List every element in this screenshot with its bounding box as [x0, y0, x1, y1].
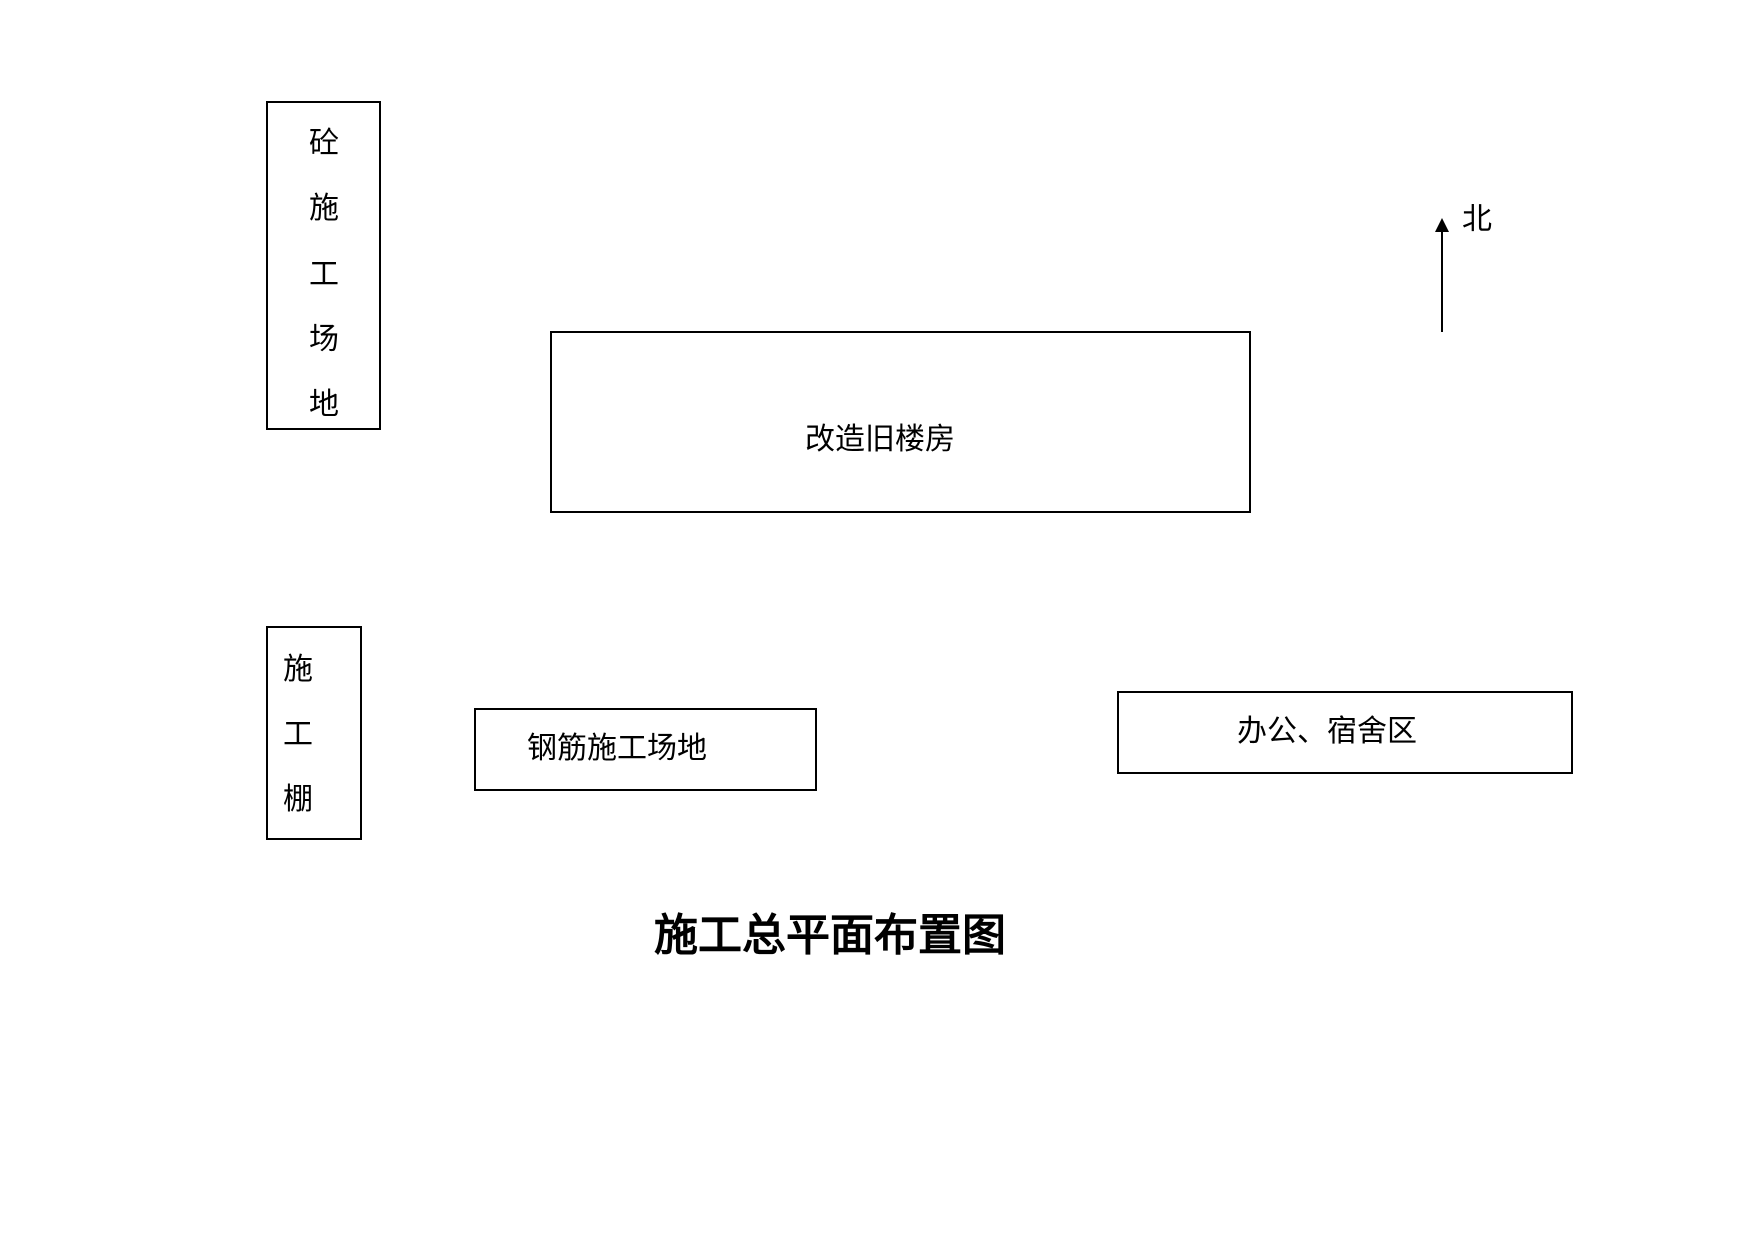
construction-shed-box: 施 工 棚: [266, 626, 362, 840]
concrete-site-char: 场: [309, 322, 339, 357]
north-arrow-shaft: [1441, 230, 1443, 332]
rebar-site-box: 钢筋施工场地: [474, 708, 817, 791]
office-dormitory-box: 办公、宿舍区: [1117, 691, 1573, 774]
north-label: 北: [1462, 202, 1492, 237]
construction-shed-char: 棚: [283, 782, 313, 817]
diagram-title: 施工总平面布置图: [654, 910, 1006, 961]
concrete-site-char: 工: [309, 257, 339, 292]
construction-shed-char: 施: [283, 652, 313, 687]
concrete-site-char: 地: [309, 387, 339, 422]
concrete-site-char: 砼: [309, 126, 339, 161]
office-dormitory-label: 办公、宿舍区: [1237, 714, 1417, 749]
old-building-label: 改造旧楼房: [805, 422, 955, 457]
construction-shed-char: 工: [283, 717, 313, 752]
concrete-site-char: 施: [309, 191, 339, 226]
concrete-site-box: 砼 施 工 场 地: [266, 101, 381, 430]
old-building-box: 改造旧楼房: [550, 331, 1251, 513]
rebar-site-label: 钢筋施工场地: [527, 731, 707, 766]
north-arrow-head-icon: [1435, 218, 1449, 232]
